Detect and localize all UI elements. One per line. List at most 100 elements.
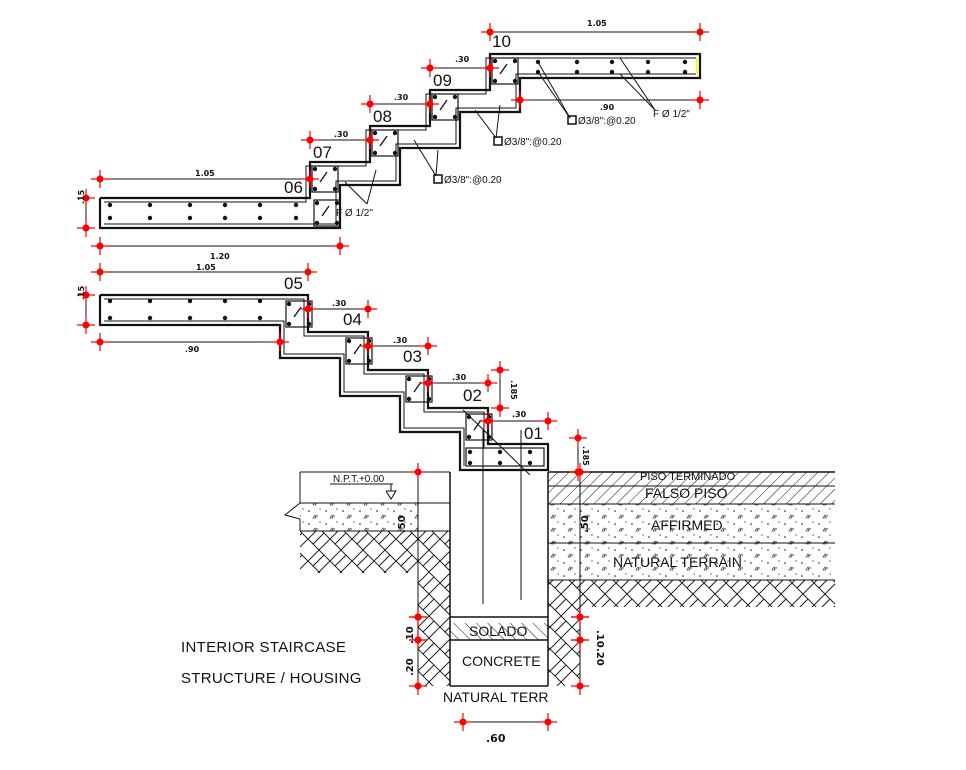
note-stirrup-07: Ø3/8":@0.20: [444, 175, 502, 186]
leader-stirrup: [537, 71, 571, 119]
rebar-dot: [312, 166, 318, 172]
layer-solado: SOLADO: [469, 623, 527, 639]
stirrup-hook: [473, 419, 482, 431]
dim-depth-left: .50: [397, 515, 408, 533]
dim-mid-upper-total: 1.20: [210, 252, 230, 261]
step-label-06: 06: [284, 178, 303, 197]
note-stirrup-09: Ø3/8":@0.20: [504, 137, 562, 148]
affirmed-fill-left: [300, 503, 418, 531]
step-label-02: 02: [463, 386, 482, 405]
dim-tread-05: .30: [332, 299, 347, 308]
rebar-dot: [147, 215, 153, 221]
floor-hatch: [548, 472, 835, 504]
rebar-dot: [406, 376, 412, 382]
rebar-dot: [293, 215, 299, 221]
stirrup-hook: [439, 99, 448, 111]
stirrup-box: [465, 413, 493, 441]
solado-hatch: [450, 620, 548, 640]
layer-false-floor: FALSO PISO: [645, 485, 728, 501]
break-line: [283, 472, 301, 531]
rebar-dot: [306, 321, 312, 327]
dim-top-landing-inner: .90: [600, 103, 615, 112]
layer-natural-terrain: NATURAL TERRAIN: [613, 554, 742, 570]
step-label-07: 07: [313, 143, 332, 162]
step-label-03: 03: [403, 347, 422, 366]
rebar-dot: [372, 150, 378, 156]
leader-stirrup: [435, 149, 439, 177]
earth-fill-left: [300, 531, 418, 573]
dim-concrete-right: .20: [594, 648, 605, 666]
rebar-dot: [452, 94, 458, 100]
rebar-dot: [372, 130, 378, 136]
step-label-10: 10: [492, 32, 511, 51]
rebar-dot: [466, 414, 472, 420]
leader-stirrup: [474, 109, 497, 139]
rebar-dot: [346, 358, 352, 364]
rebar-dot: [392, 130, 398, 136]
dim-tread-04: .30: [393, 336, 408, 345]
solado-gap: [450, 617, 548, 623]
diagonal-bar: [462, 409, 531, 476]
rebar-dot: [574, 59, 580, 65]
rebar-dot: [107, 298, 113, 304]
rebar-dot: [312, 186, 318, 192]
rebar-dot: [682, 59, 688, 65]
dim-mid-lower-landing: 1.05: [196, 263, 216, 272]
rebar-dot: [187, 298, 193, 304]
step-label-05: 05: [284, 274, 303, 293]
drawing-title-line2: STRUCTURE / HOUSING: [181, 670, 362, 687]
rebar-dot: [314, 220, 320, 226]
rebar-dot: [222, 215, 228, 221]
rebar-dot: [286, 321, 292, 327]
rebar-dot: [492, 78, 498, 84]
note-main-bar-mid: F Ø 1/2": [336, 208, 373, 219]
dim-riser-01: .185: [581, 446, 590, 466]
dim-tread-10: .30: [455, 55, 470, 64]
rebar-dot: [187, 315, 193, 321]
rebar-dot: [682, 69, 688, 75]
stirrup-icon: [567, 115, 577, 125]
rebar-dot: [512, 78, 518, 84]
dim-riser-02: .185: [509, 380, 518, 400]
rebar-dot: [332, 186, 338, 192]
rebar-dot: [497, 460, 503, 466]
layer-finished-floor: PISO TERMINADO: [640, 471, 736, 483]
leader-stirrup: [537, 61, 571, 119]
dim-footing-width: .60: [486, 732, 506, 745]
dim-depth-right: .50: [580, 515, 591, 533]
rebar-dot: [293, 202, 299, 208]
rebar-dot: [286, 301, 292, 307]
dim-lower-landing-inner: .90: [185, 345, 200, 354]
stirrup-box: [313, 199, 341, 227]
dim-tread-03: .30: [452, 373, 467, 382]
rebar-dot: [334, 220, 340, 226]
rebar-dot: [107, 215, 113, 221]
rebar-dot: [512, 58, 518, 64]
stirrup-box: [431, 93, 459, 121]
stirrup-icon: [433, 174, 443, 184]
rebar-dot: [527, 449, 533, 455]
dim-tread-08: .30: [334, 130, 349, 139]
layer-natural-terr-short: NATURAL TERR: [443, 689, 549, 705]
rebar-dot: [527, 460, 533, 466]
rebar-dot: [107, 315, 113, 321]
rebar-dot: [222, 315, 228, 321]
dim-solado-left: .10: [405, 626, 416, 644]
rebar-dot: [492, 58, 498, 64]
rebar-dot: [257, 315, 263, 321]
dim-top-landing: 1.05: [587, 19, 607, 28]
layer-concrete: CONCRETE: [462, 653, 541, 669]
leader-main-bar: [619, 57, 656, 111]
rebar-dot: [107, 202, 113, 208]
leader-stirrup: [495, 104, 501, 139]
step-label-09: 09: [433, 71, 452, 90]
earth-fill-footing-right: [548, 580, 580, 686]
stirrup-box: [345, 337, 373, 365]
rebar-dot: [645, 59, 651, 65]
rebar-dot: [467, 449, 473, 455]
ground-section: [283, 409, 835, 687]
rebar-dot: [257, 298, 263, 304]
rebar-dot: [645, 69, 651, 75]
rebar-dot: [332, 166, 338, 172]
